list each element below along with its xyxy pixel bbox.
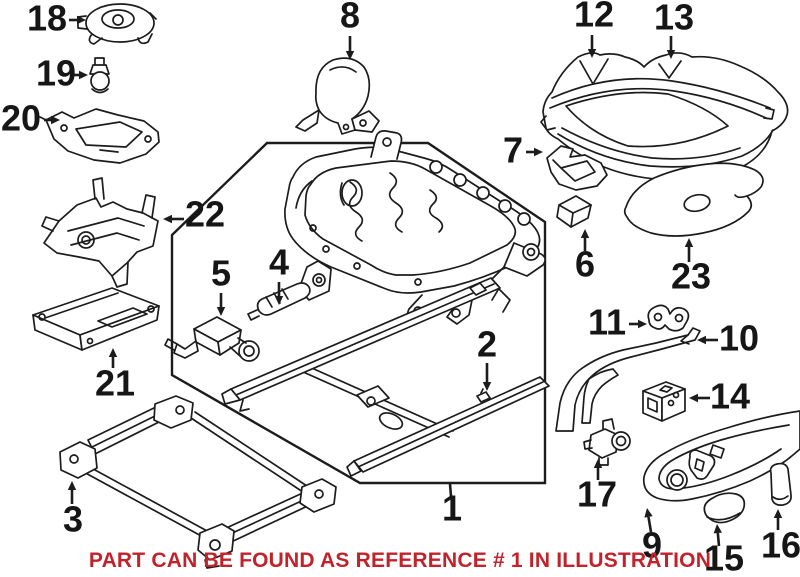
callout-arrowhead-18 — [77, 15, 86, 25]
part-1-track-rails-drawing — [221, 277, 550, 477]
part-label-23: 23 — [670, 255, 712, 297]
part-4-motor-drawing — [247, 260, 332, 321]
callout-arrows-layer — [44, 15, 783, 547]
callout-arrowhead-11 — [638, 319, 647, 329]
part-21-module-drawing — [32, 287, 160, 351]
part-label-21: 21 — [94, 362, 136, 404]
part-label-4: 4 — [268, 241, 290, 283]
part-label-18: 18 — [26, 0, 68, 39]
part-label-1: 1 — [441, 487, 463, 529]
part-label-13: 13 — [653, 0, 695, 38]
part-18-blower-drawing — [77, 3, 157, 45]
part-6-block-drawing — [556, 195, 592, 228]
part-3-crossmember-drawing — [59, 395, 337, 569]
part-label-8: 8 — [339, 0, 361, 36]
part-label-20: 20 — [0, 97, 42, 139]
callout-arrowhead-13 — [666, 50, 676, 59]
callout-arrowhead-12 — [587, 49, 597, 58]
part-label-17: 17 — [576, 473, 618, 515]
part-10-guide-drawing — [555, 327, 701, 432]
part-label-19: 19 — [35, 52, 77, 94]
part-15-knob-drawing — [703, 492, 746, 524]
part-label-7: 7 — [502, 129, 524, 171]
part-11-clip-drawing — [647, 304, 690, 332]
callout-arrow-line-9 — [647, 516, 653, 533]
part-label-14: 14 — [709, 375, 751, 417]
callout-arrowhead-5 — [216, 307, 226, 316]
part-8-bracket-drawing — [295, 57, 380, 135]
part-23-pad-drawing — [623, 162, 764, 237]
callout-arrowhead-20 — [51, 115, 60, 125]
callout-arrow-line-1 — [448, 483, 453, 497]
part-label-5: 5 — [210, 252, 232, 294]
part-2-bolt-drawing — [476, 391, 491, 403]
part-label-9: 9 — [641, 524, 663, 566]
callout-arrowhead-21 — [108, 348, 118, 357]
callout-arrowhead-7 — [534, 147, 543, 157]
callout-arrowhead-2 — [482, 382, 492, 391]
part-17-actuator-drawing — [583, 418, 631, 466]
callout-arrowhead-23 — [684, 238, 694, 247]
callout-arrowhead-9 — [644, 508, 653, 518]
callout-arrowhead-10 — [697, 335, 706, 345]
part-16-cap-drawing — [769, 462, 792, 506]
part-label-16: 16 — [760, 524, 800, 566]
part-label-10: 10 — [718, 317, 760, 359]
callout-arrow-line-15 — [716, 532, 721, 547]
part-20-bracket-drawing — [39, 108, 160, 164]
callout-arrowhead-19 — [79, 70, 88, 80]
part-label-22: 22 — [184, 193, 226, 235]
callout-arrowhead-22 — [163, 214, 172, 224]
part-7-bracket-drawing — [546, 145, 608, 191]
part-19-bolt-drawing — [89, 57, 110, 94]
reference-caption: PART CAN BE FOUND AS REFERENCE # 1 IN IL… — [88, 549, 712, 572]
part-label-3: 3 — [62, 498, 84, 540]
part-label-11: 11 — [587, 301, 627, 343]
callout-arrowhead-4 — [274, 296, 284, 305]
callout-arrowhead-6 — [580, 229, 590, 238]
part-seat-frame-drawing — [284, 130, 546, 325]
callout-arrowhead-16 — [773, 509, 783, 518]
part-14-switch-drawing — [642, 381, 686, 422]
callout-arrowhead-15 — [713, 524, 722, 534]
reference-box-outline — [170, 141, 547, 485]
part-5-motor-drawing — [164, 316, 260, 362]
callout-arrowhead-8 — [345, 51, 355, 60]
callout-arrowhead-3 — [67, 481, 77, 490]
callout-arrowhead-17 — [593, 459, 603, 468]
part-9-valance-drawing — [642, 410, 800, 502]
part-label-15: 15 — [703, 537, 745, 577]
part-label-12: 12 — [573, 0, 615, 35]
part-22-bracket-drawing — [41, 177, 159, 288]
part-label-2: 2 — [476, 323, 498, 365]
part-label-6: 6 — [574, 243, 596, 285]
callout-arrowhead-14 — [689, 393, 698, 403]
